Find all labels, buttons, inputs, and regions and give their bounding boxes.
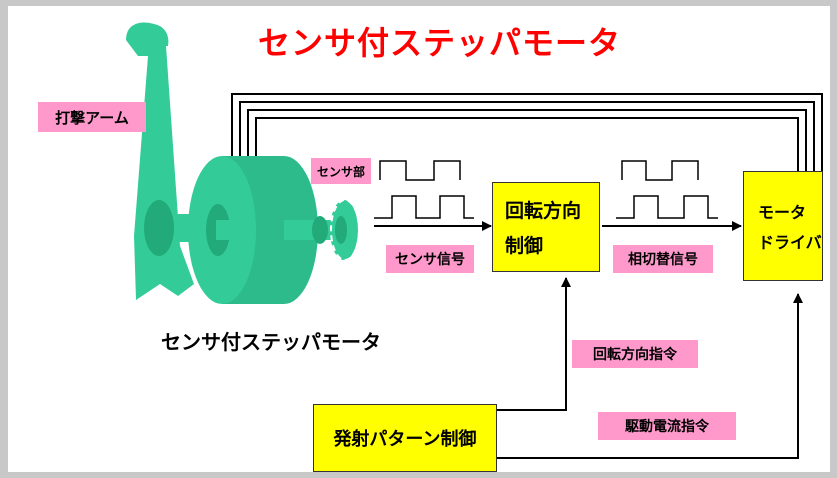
phase-pulse-waveform	[616, 160, 718, 219]
motor-bus-lines	[231, 93, 823, 172]
phase-switch-signal-label: 相切替信号	[613, 245, 713, 273]
rotation-control-box: 回転方向 制御	[492, 182, 600, 272]
motor-driver-line1: モータ	[758, 203, 807, 222]
sensor-pulse-waveform	[374, 160, 474, 219]
diagram-canvas	[126, 22, 823, 459]
sensor-part-label: センサ部	[311, 158, 371, 184]
motor-caption: センサ付ステッパモータ	[161, 330, 381, 354]
striking-arm-graphic	[126, 22, 194, 300]
launch-pattern-label: 発射パターン制御	[333, 429, 477, 450]
rotation-command-label: 回転方向指令	[572, 340, 698, 368]
stepper-motor-graphic	[144, 156, 338, 304]
motor-driver-line2: ドライバ	[758, 233, 822, 252]
slide: センサ付ステッパモータ	[8, 6, 830, 472]
rotation-control-line2: 制御	[505, 235, 544, 257]
rotation-control-line1: 回転方向	[505, 200, 582, 222]
drive-current-command-label: 駆動電流指令	[598, 412, 736, 440]
sensor-signal-label: センサ信号	[386, 245, 474, 273]
striking-arm-label: 打撃アーム	[38, 102, 146, 132]
launch-pattern-control-box: 発射パターン制御	[313, 404, 497, 472]
sensor-disk-graphic	[330, 199, 360, 261]
drive-current-arrow	[496, 293, 803, 459]
motor-driver-box: モータ ドライバ	[743, 171, 823, 281]
rotation-command-arrow	[496, 277, 571, 411]
page-title: センサ付ステッパモータ	[258, 24, 622, 62]
